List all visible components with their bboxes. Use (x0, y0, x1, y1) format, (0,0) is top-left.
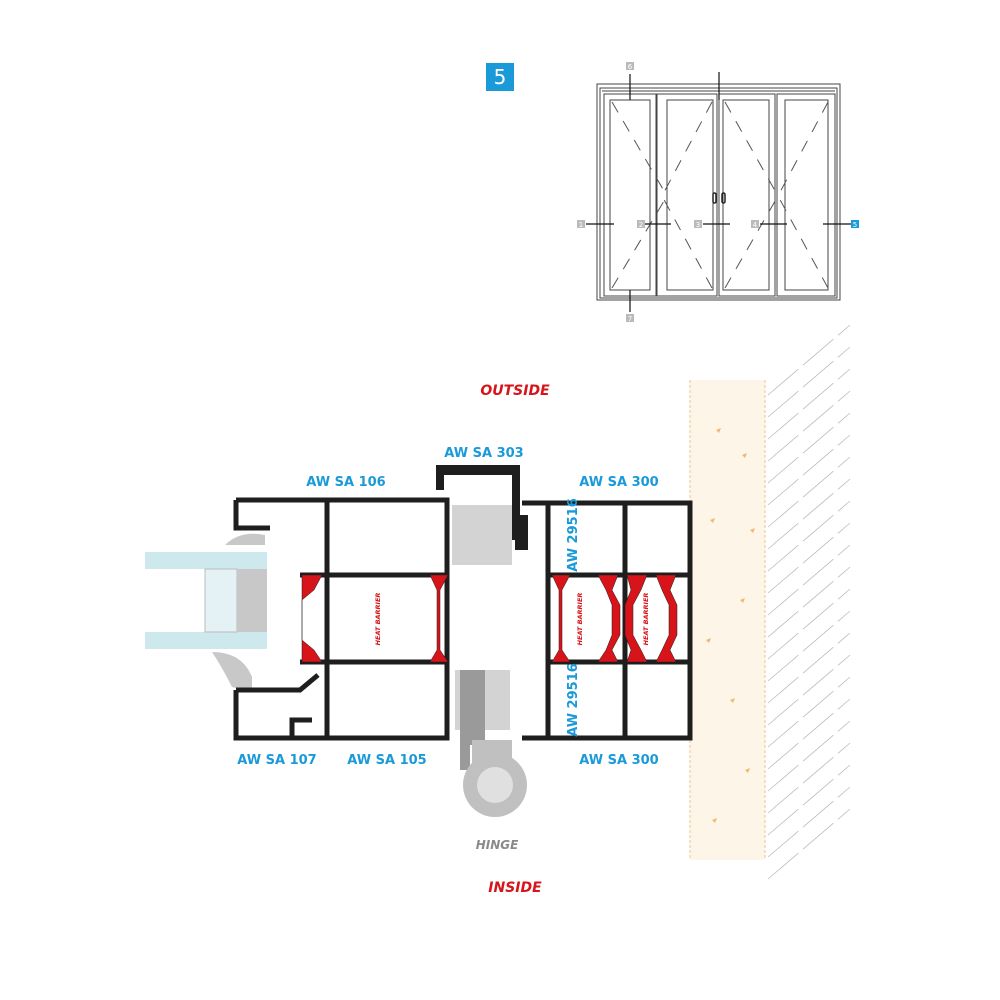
hatch-line (767, 698, 851, 770)
hatch-line (767, 478, 851, 550)
hatch-line (767, 676, 851, 748)
heat-barrier-label-2: HEAT BARRIER (576, 593, 584, 646)
section-number-badge: 5 (486, 63, 514, 91)
profile-label-aw-29516-lower: AW 29516 (566, 663, 581, 737)
door-elevation (586, 72, 851, 312)
hatch-line (767, 412, 851, 484)
svg-text:7: 7 (628, 315, 632, 323)
hatch-line (767, 720, 851, 792)
hatch-line (767, 434, 851, 506)
svg-text:3: 3 (696, 221, 700, 229)
hatch-line (767, 742, 851, 814)
svg-text:5: 5 (494, 65, 507, 89)
glass-unit (145, 533, 267, 692)
profile-label-aw-29516-upper: AW 29516 (566, 498, 581, 572)
elevation-markers: 6 1 2 3 4 5 7 (577, 62, 859, 323)
profile-label-aw-sa-300-top: AW SA 300 (579, 475, 658, 490)
inside-label: INSIDE (488, 880, 542, 896)
heat-barrier-label-1: HEAT BARRIER (374, 593, 382, 646)
profile-label-aw-sa-107: AW SA 107 (237, 753, 316, 768)
marker-7[interactable]: 7 (626, 314, 634, 323)
outside-label: OUTSIDE (480, 383, 550, 399)
svg-text:4: 4 (753, 221, 758, 229)
hatch-line (767, 786, 851, 858)
hatch-line (767, 368, 851, 440)
hatch-line (767, 522, 851, 594)
marker-6[interactable]: 6 (626, 62, 634, 71)
marker-2[interactable]: 2 (637, 220, 645, 229)
hatch-line (767, 456, 851, 528)
svg-text:1: 1 (579, 221, 583, 229)
hatch-line (767, 324, 851, 396)
marker-4[interactable]: 4 (751, 220, 759, 229)
profile-label-aw-sa-300-bottom: AW SA 300 (579, 753, 658, 768)
heat-barriers (301, 574, 678, 663)
svg-text:6: 6 (628, 63, 633, 71)
marker-5-active[interactable]: 5 (851, 220, 859, 229)
heat-barrier-label-3: HEAT BARRIER (642, 593, 650, 646)
hinge-icon (463, 740, 527, 817)
svg-text:2: 2 (639, 221, 643, 229)
hatch-line (767, 588, 851, 660)
hatch-line (767, 632, 851, 704)
hatch-line (767, 764, 851, 836)
aluminium-profiles (233, 465, 693, 817)
wall-concrete (689, 380, 766, 860)
marker-1[interactable]: 1 (577, 220, 585, 229)
hatch-line (767, 654, 851, 726)
hatch-line (767, 544, 851, 616)
svg-text:5: 5 (853, 221, 857, 229)
hatch-line (767, 566, 851, 638)
wall-hatch (767, 324, 851, 880)
hatch-line (767, 500, 851, 572)
hatch-line (767, 610, 851, 682)
door-handles-icon (712, 192, 726, 204)
hatch-line (767, 346, 851, 418)
hatch-line (767, 808, 851, 880)
marker-3[interactable]: 3 (694, 220, 702, 229)
profile-label-aw-sa-105: AW SA 105 (347, 753, 426, 768)
hinge-label: HINGE (476, 838, 519, 852)
profile-label-aw-sa-303: AW SA 303 (444, 446, 523, 461)
profile-label-aw-sa-106: AW SA 106 (306, 475, 385, 490)
hatch-line (767, 390, 851, 462)
